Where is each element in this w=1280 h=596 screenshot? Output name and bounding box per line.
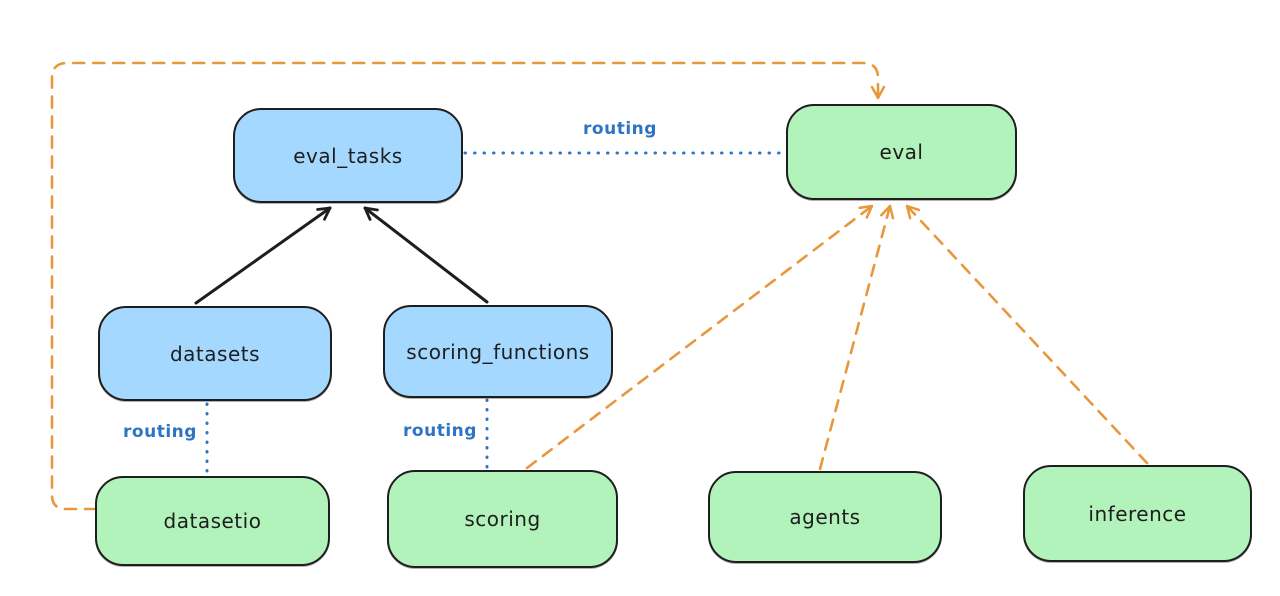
node-scoring_functions-label: scoring_functions <box>406 339 590 364</box>
node-scoring-label: scoring <box>464 507 541 531</box>
edge-agents-to-eval <box>818 204 895 471</box>
node-datasetio: datasetio <box>95 476 330 566</box>
edge-label-routing-eval_tasks-eval: routing <box>583 119 657 139</box>
node-scoring_functions: scoring_functions <box>383 305 613 398</box>
edge-datasetio-to-eval <box>50 61 886 511</box>
node-inference: inference <box>1023 465 1252 562</box>
node-datasets: datasets <box>98 306 332 401</box>
node-datasetio-label: datasetio <box>163 509 262 533</box>
edge-label-routing-scoring_functions-scoring: routing <box>403 421 477 441</box>
node-agents-label: agents <box>789 505 861 529</box>
node-eval-label: eval <box>879 140 924 164</box>
edge-scoring_functions-to-eval_tasks <box>363 206 489 304</box>
edge-scoring-to-eval <box>525 204 874 470</box>
node-eval_tasks: eval_tasks <box>233 108 463 203</box>
node-datasets-label: datasets <box>169 341 261 366</box>
node-eval_tasks-label: eval_tasks <box>293 143 403 168</box>
edge-inference-to-eval <box>905 204 1149 465</box>
edge-datasets-to-eval_tasks <box>194 206 332 305</box>
node-scoring: scoring <box>387 470 618 568</box>
edge-label-routing-datasets-datasetio: routing <box>123 422 197 442</box>
node-eval: eval <box>786 104 1017 200</box>
node-inference-label: inference <box>1088 501 1187 526</box>
node-agents: agents <box>708 471 942 563</box>
